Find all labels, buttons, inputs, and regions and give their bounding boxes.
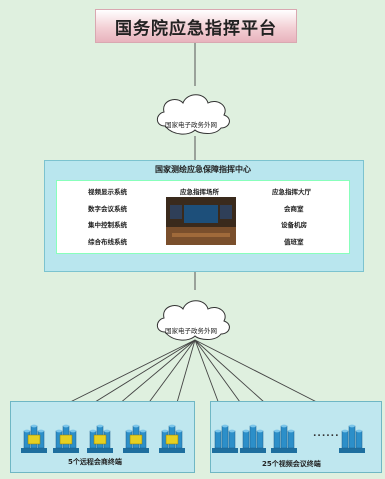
video-terminal-icon: [339, 424, 365, 453]
right-facility-item: 设备机房: [281, 221, 307, 229]
video-terminal-icon: [212, 424, 238, 453]
hall-label: 应急指挥场所: [180, 188, 219, 196]
platform-title: 国务院应急指挥平台: [115, 18, 277, 39]
cloud-label-lower: 国家电子政务外网: [165, 327, 217, 335]
remote-terminal-icon: [87, 424, 113, 453]
remote-terminal-icon: [159, 424, 185, 453]
more-terminals-ellipsis: ......: [313, 429, 340, 439]
command-hall-photo: [166, 197, 236, 245]
state-council-platform-box: 国务院应急指挥平台: [95, 9, 297, 43]
remote-terminal-icon: [123, 424, 149, 453]
right-facility-item: 应急指挥大厅: [272, 188, 311, 196]
video-terminal-icon: [271, 424, 297, 453]
right-facility-item: 值班室: [284, 238, 304, 246]
left-system-item: 数字会议系统: [88, 205, 127, 213]
cloud-icon: [156, 300, 230, 341]
left-system-item: 综合布线系统: [88, 238, 127, 246]
left-system-item: 集中控制系统: [88, 221, 127, 229]
cloud-icon: [156, 94, 230, 135]
command-center-title: 国家测绘应急保障指挥中心: [155, 165, 251, 174]
remote-terminal-icon: [53, 424, 79, 453]
video-terminal-group-label: 25个视频会议终端: [262, 460, 321, 468]
right-facility-item: 会商室: [284, 205, 304, 213]
remote-terminal-group-label: 5个远程会商终端: [68, 458, 122, 466]
left-system-item: 视频显示系统: [88, 188, 127, 196]
video-terminal-icon: [240, 424, 266, 453]
remote-terminal-icon: [21, 424, 47, 453]
cloud-label-upper: 国家电子政务外网: [165, 121, 217, 129]
